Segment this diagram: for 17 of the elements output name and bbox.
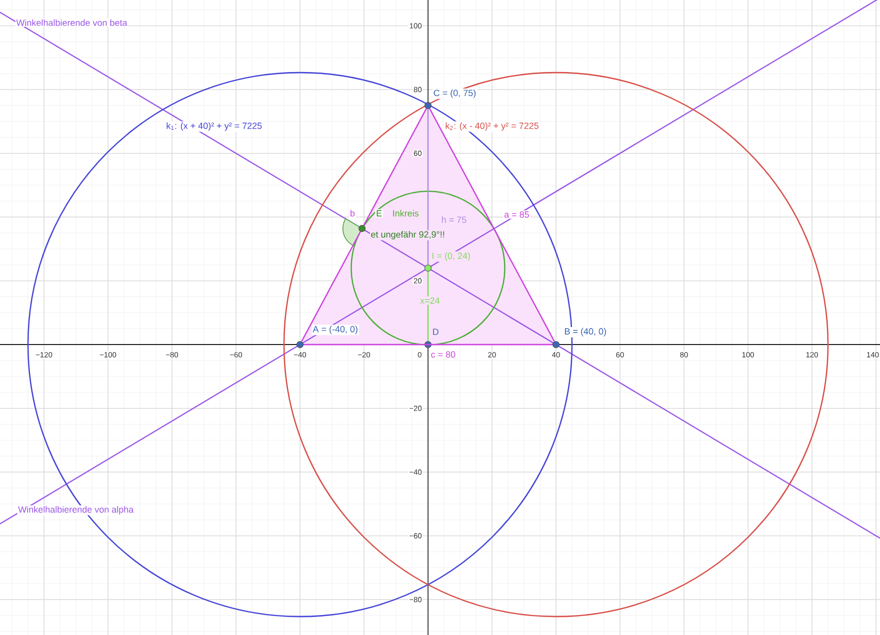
line-segment (427, 108, 429, 264)
equation-label: k$_{1}$: (x + 40)² + y² = 7225 (165, 121, 264, 132)
point-label: A = (-40, 0) (312, 324, 359, 335)
point-label: C = (0, 75) (432, 88, 478, 99)
angle-label: et ungefähr 92,9°!! (370, 230, 446, 240)
line-segment (304, 344, 552, 345)
edge-label: b (348, 208, 356, 218)
line-segment (427, 271, 429, 341)
line-label: Winkelhalbierende von beta (15, 18, 128, 27)
line-label: Winkelhalbierende von alpha (17, 505, 134, 516)
edge-label: c = 80 (430, 350, 457, 358)
point-label: B = (40, 0) (563, 326, 608, 338)
line-segment (363, 108, 427, 226)
line-segment (429, 108, 555, 342)
edge-label: a = 85 (503, 210, 530, 218)
line-segment (301, 231, 361, 342)
equation-label: k$_{2}$: (x - 40)² + y² = 7225 (444, 121, 540, 132)
